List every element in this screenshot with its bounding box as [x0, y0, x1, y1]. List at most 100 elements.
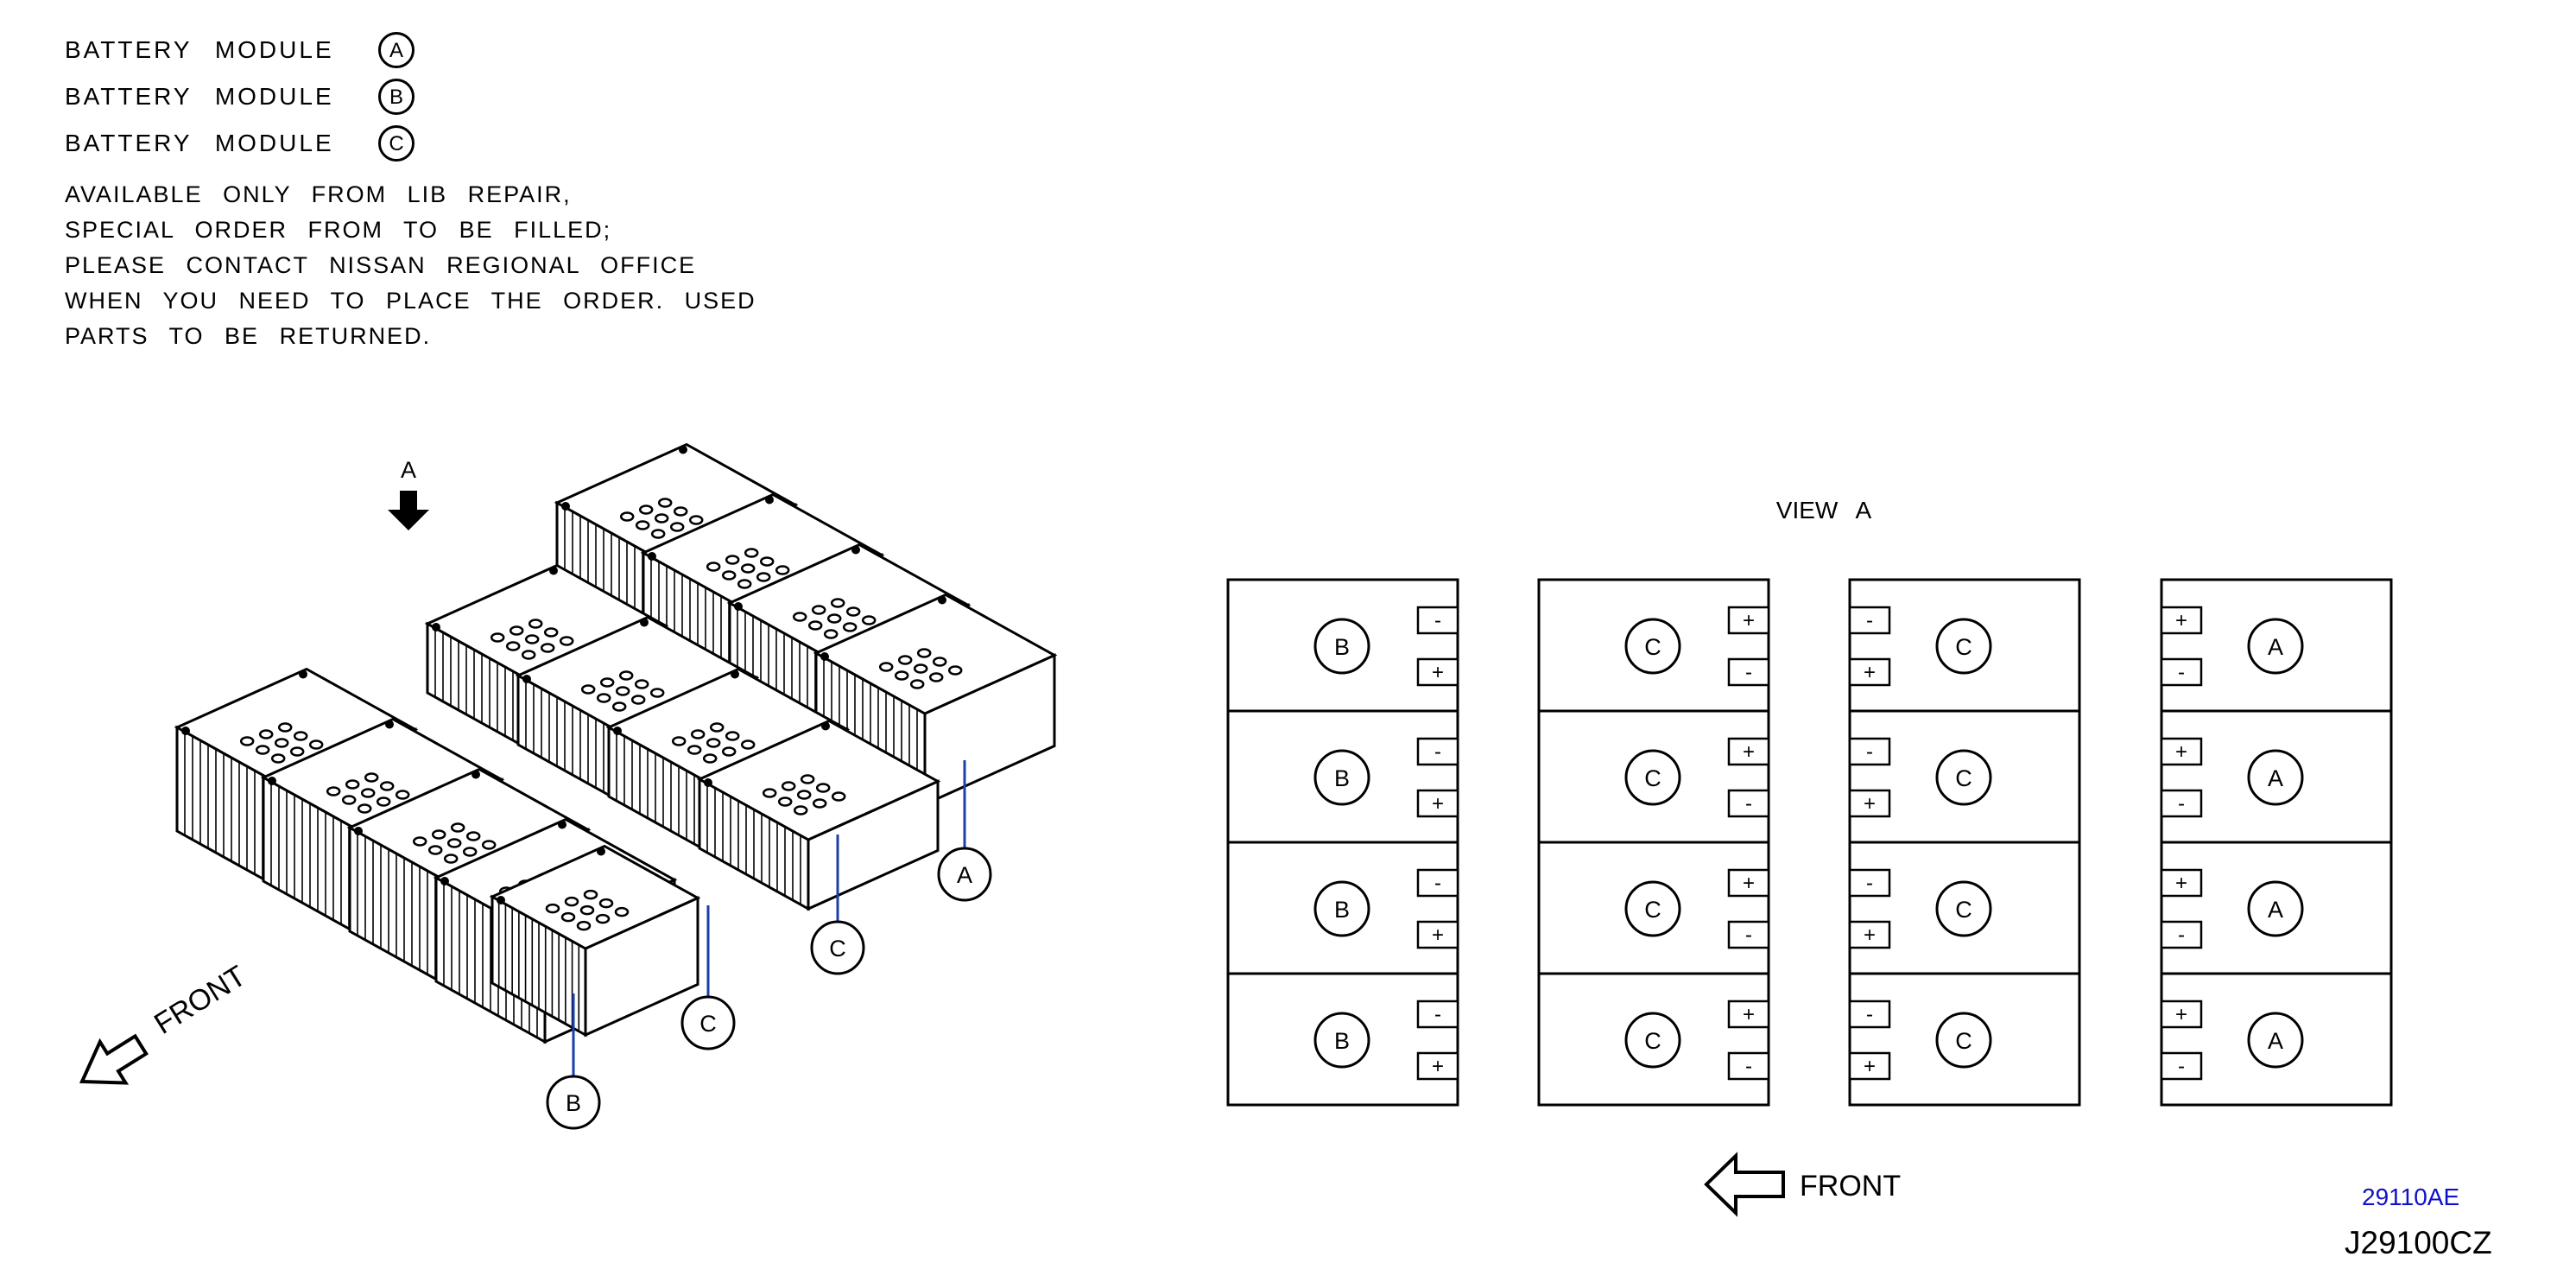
- terminal-box: [1416, 868, 1459, 898]
- terminal-positive: +: [1432, 1055, 1444, 1078]
- module-top-face: [554, 442, 799, 565]
- note-line: SPECIAL ORDER FROM TO BE FILLED;: [65, 217, 612, 243]
- view-a-module: A+-: [2160, 972, 2393, 1107]
- module-outline: [2160, 972, 2393, 1107]
- module-letter-circle: [1624, 618, 1681, 675]
- module-letter-circle: [1313, 618, 1370, 675]
- module-letter: A: [2268, 765, 2283, 791]
- terminal-negative: -: [2178, 792, 2185, 816]
- terminal-positive: +: [1864, 1055, 1876, 1078]
- view-a-column: A+-A+-A+-A+-: [2160, 578, 2393, 1107]
- terminal-box: [1416, 657, 1459, 687]
- figure-id: J29100CZ: [2345, 1225, 2492, 1260]
- module-top-face: [174, 667, 419, 790]
- view-a-title: VIEW A: [1776, 497, 1872, 524]
- terminal-box: [1848, 657, 1891, 687]
- view-a-module: A+-: [2160, 841, 2393, 975]
- view-a-module: C+-: [1537, 709, 1770, 844]
- terminal-box: [1848, 1000, 1891, 1029]
- terminal-box: [1727, 920, 1770, 949]
- terminal-positive: +: [1743, 1003, 1755, 1026]
- module-letter-circle: [1935, 1012, 1992, 1069]
- terminal-positive: +: [2175, 872, 2187, 895]
- view-a-column: C+-C+-C+-C+-: [1537, 578, 1770, 1107]
- view-a-module: B-+: [1226, 841, 1459, 975]
- legend-label: BATTERY MODULE: [65, 36, 334, 63]
- legend-row-b: BATTERY MODULE B: [65, 79, 415, 115]
- module-letter: C: [1644, 634, 1661, 660]
- module-letter-circle: [2247, 880, 2304, 937]
- module-letter-circle: [1935, 749, 1992, 806]
- terminal-negative: -: [1745, 792, 1752, 816]
- legend-row-a: BATTERY MODULE A: [65, 32, 415, 68]
- terminal-negative: -: [1434, 609, 1441, 632]
- terminal-negative: -: [1434, 872, 1441, 895]
- legend-row-c: BATTERY MODULE C: [65, 125, 415, 162]
- module-letter: B: [1334, 1028, 1350, 1054]
- terminal-positive: +: [1743, 609, 1755, 632]
- terminal-positive: +: [1864, 792, 1876, 816]
- module-top-face: [346, 767, 592, 890]
- module-outline: [1848, 972, 2081, 1107]
- terminal-box: [1848, 737, 1891, 766]
- terminal-box: [1416, 737, 1459, 766]
- battery-module-iso: [696, 719, 941, 911]
- module-letter: C: [1955, 897, 1972, 923]
- terminal-negative: -: [2178, 1055, 2185, 1078]
- module-outline: [2160, 578, 2393, 713]
- terminal-box: [1848, 789, 1891, 818]
- module-letter-circle: [2247, 1012, 2304, 1069]
- terminal-box: [2160, 868, 2203, 898]
- terminal-negative: -: [2178, 923, 2185, 947]
- view-a-module: C-+: [1848, 578, 2081, 713]
- module-outline: [1226, 709, 1459, 844]
- note-line: PARTS TO BE RETURNED.: [65, 323, 432, 349]
- module-top-face: [640, 492, 885, 615]
- module-letter-circle: [2247, 618, 2304, 675]
- terminal-box: [2160, 920, 2203, 949]
- terminal-box: [2160, 1051, 2203, 1081]
- module-letter-circle: [1313, 1012, 1370, 1069]
- view-a-module: C-+: [1848, 841, 2081, 975]
- terminal-box: [1727, 737, 1770, 766]
- module-outline: [1537, 709, 1770, 844]
- module-letter-circle: [1935, 618, 1992, 675]
- view-a-module: A+-: [2160, 578, 2393, 713]
- callout-letter: C: [699, 1011, 717, 1037]
- terminal-box: [2160, 606, 2203, 635]
- module-letter: C: [1955, 1028, 1972, 1054]
- terminal-negative: -: [2178, 661, 2185, 684]
- legend-letter-circle: A: [378, 32, 415, 68]
- terminal-positive: +: [1864, 661, 1876, 684]
- part-number-ref: 29110AE: [2362, 1184, 2460, 1210]
- terminal-negative: -: [1866, 740, 1873, 764]
- callout-c-rear: C: [810, 920, 865, 975]
- terminal-positive: +: [2175, 609, 2187, 632]
- view-a-module: C+-: [1537, 841, 1770, 975]
- module-letter: A: [2268, 1028, 2283, 1054]
- module-letter: B: [1334, 634, 1350, 660]
- legend-letter-circle: B: [378, 79, 415, 115]
- terminal-negative: -: [1434, 1003, 1441, 1026]
- module-top-face: [726, 543, 972, 665]
- terminal-box: [1727, 868, 1770, 898]
- module-letter-circle: [1624, 1012, 1681, 1069]
- terminal-positive: +: [1743, 872, 1755, 895]
- module-letter-circle: [1935, 880, 1992, 937]
- view-a-column: B-+B-+B-+B-+: [1226, 578, 1459, 1107]
- legend-label: BATTERY MODULE: [65, 130, 334, 156]
- module-outline: [1848, 578, 2081, 713]
- terminal-box: [1416, 1051, 1459, 1081]
- terminal-box: [1727, 1051, 1770, 1081]
- view-a-arrow-icon: [388, 491, 429, 530]
- terminal-negative: -: [1745, 1055, 1752, 1078]
- module-letter: C: [1644, 765, 1661, 791]
- callout-letter: C: [829, 936, 846, 962]
- callout-letter: A: [957, 862, 972, 888]
- view-a-module: B-+: [1226, 578, 1459, 713]
- module-letter: C: [1955, 634, 1972, 660]
- front-label-iso: FRONT: [149, 960, 251, 1041]
- terminal-negative: -: [1434, 740, 1441, 764]
- view-a-module: C-+: [1848, 972, 2081, 1107]
- module-letter: B: [1334, 897, 1350, 923]
